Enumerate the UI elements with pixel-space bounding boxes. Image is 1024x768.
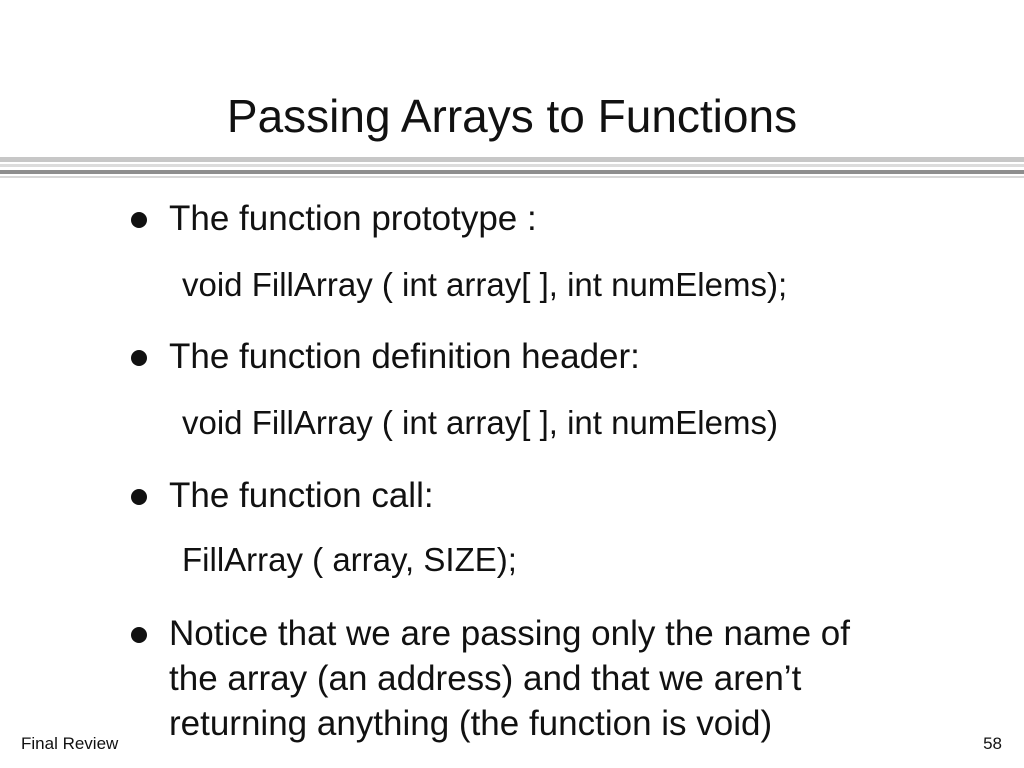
bullet-text-line: returning anything (the function is void… [169,704,773,743]
code-line: void FillArray ( int array[ ], int numEl… [182,266,788,303]
bullet-text-line: the array (an address) and that we aren’… [169,659,802,698]
title-divider-line [0,170,1024,174]
page-number: 58 [983,734,1002,753]
title-divider-line [0,157,1024,162]
bullet-text: The function definition header: [169,337,640,376]
code-line: FillArray ( array, SIZE); [182,541,517,578]
bullet-text: The function call: [169,476,434,515]
bullet-icon [128,476,158,516]
bullet-icon [128,614,158,654]
code-line: void FillArray ( int array[ ], int numEl… [182,404,778,441]
slide-title: Passing Arrays to Functions [226,90,798,142]
bullet-text-line: Notice that we are passing only the name… [169,614,850,653]
title-divider-line [0,164,1024,167]
bullet-icon [128,199,158,239]
footer-label: Final Review [21,734,119,753]
bullet-text: The function prototype : [169,199,537,238]
title-divider-line [0,176,1024,178]
bullet-icon [128,337,158,377]
